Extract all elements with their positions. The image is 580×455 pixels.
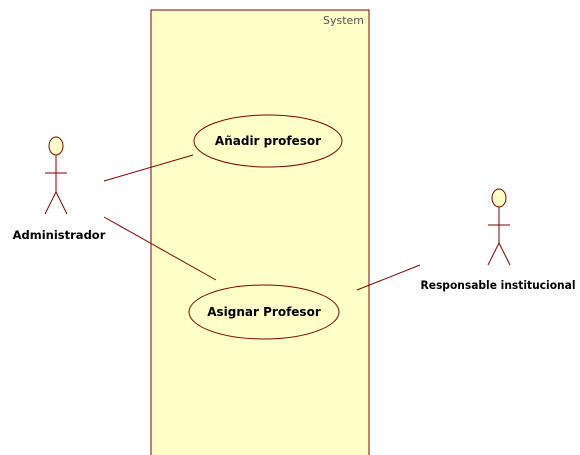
actor-responsable-left-leg <box>487 242 500 266</box>
actor-responsable-head <box>491 188 507 208</box>
usecase-anadir-profesor-ellipse[interactable] <box>193 114 343 168</box>
usecase-asignar-profesor-label: Asignar Profesor <box>207 305 321 319</box>
actor-administrador-right-leg <box>55 191 68 215</box>
actor-responsable-institucional[interactable]: Responsable institucional <box>421 188 576 292</box>
stick-figure-icon <box>44 136 68 215</box>
system-boundary-rect <box>150 9 370 455</box>
associations <box>103 154 421 291</box>
system-boundary-title: System <box>323 14 364 27</box>
actor-responsable-right-leg <box>498 242 511 266</box>
association-admin-asignar <box>103 216 217 281</box>
association-responsable-asignar <box>356 264 421 291</box>
usecase-anadir-profesor-label: Añadir profesor <box>215 134 321 148</box>
actor-administrador-left-leg <box>44 191 57 215</box>
actor-responsable-label: Responsable institucional <box>421 278 576 292</box>
stick-figure-icon <box>487 188 511 266</box>
actor-administrador-label: Administrador <box>13 228 106 242</box>
association-admin-anadir <box>103 154 194 182</box>
actor-administrador-head <box>48 136 64 156</box>
usecase-anadir-profesor[interactable]: Añadir profesor <box>193 114 343 168</box>
system-boundary: System <box>150 9 370 455</box>
actor-administrador[interactable]: Administrador <box>13 136 106 242</box>
usecase-asignar-profesor[interactable]: Asignar Profesor <box>188 284 340 340</box>
usecase-asignar-profesor-ellipse[interactable] <box>188 284 340 340</box>
